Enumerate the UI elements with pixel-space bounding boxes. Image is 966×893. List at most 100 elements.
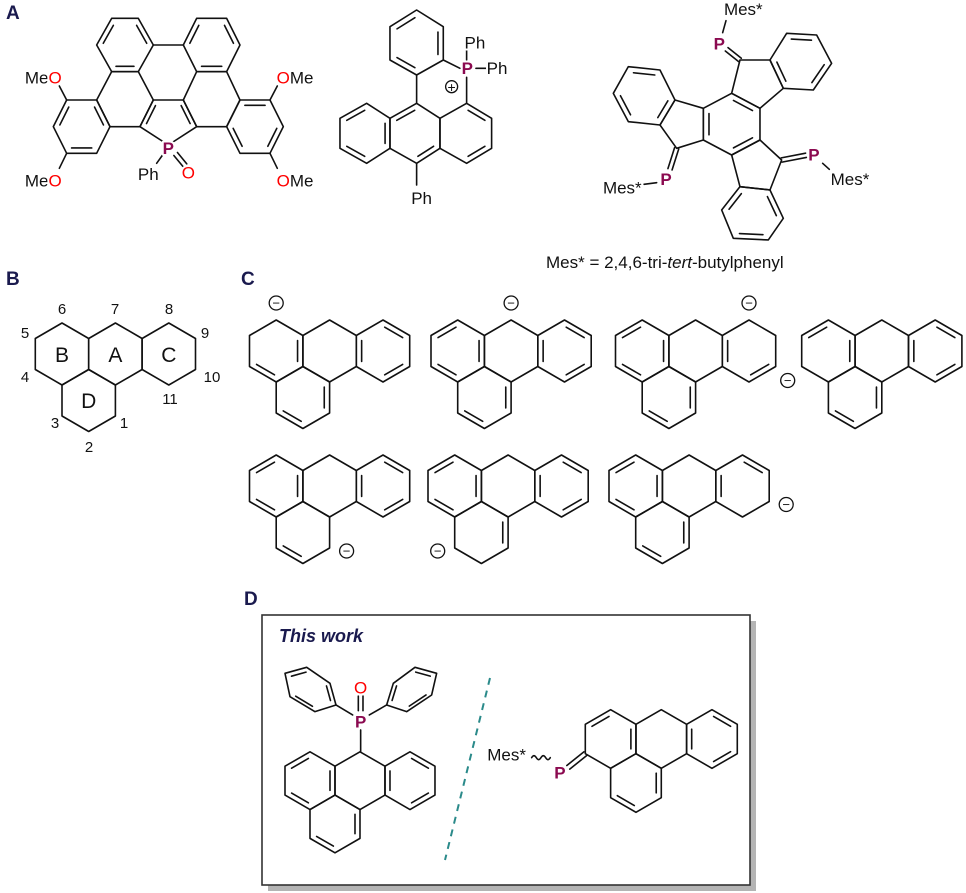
ring-c: [355, 319, 411, 383]
ring-d: [275, 500, 331, 565]
benzene-ring: [182, 17, 241, 73]
double-bond-inner: [936, 363, 956, 376]
c-p-double-bond: [780, 152, 807, 159]
double-bond-inner: [255, 461, 276, 474]
methyl-text: Me: [290, 68, 314, 87]
panel-c-anion-structures: −−−−−−−: [248, 295, 963, 565]
ring-c: [536, 319, 593, 383]
double-bond-inner: [437, 326, 457, 339]
benzene-ring: [769, 32, 833, 91]
double-bond-inner: [641, 545, 662, 558]
five-membered-ring: [659, 99, 705, 150]
anion-charge-circle: [741, 295, 757, 311]
double-bond-inner: [936, 326, 956, 339]
double-bond-inner: [591, 715, 610, 728]
ring-a: [854, 319, 910, 383]
ring-c: [533, 454, 590, 518]
ring-d: [456, 365, 512, 430]
benzene-ring: [95, 17, 155, 73]
phosphaalkene-p-label: P: [660, 170, 671, 189]
phenyl-label: Ph: [411, 189, 432, 208]
anion-structure-4: −: [780, 319, 963, 430]
positive-charge-circle: [444, 79, 459, 94]
double-bond-inner: [562, 498, 582, 511]
methyl-text: Me: [25, 68, 49, 87]
double-bond-inner: [437, 363, 457, 376]
phenyl-label: Ph: [487, 59, 508, 78]
anion-structure-1: −: [248, 295, 411, 430]
oxygen-text: O: [48, 68, 61, 87]
phosphonium-label: P: [462, 59, 473, 78]
double-bond-inner: [712, 715, 732, 728]
benzene-ring: [339, 102, 391, 165]
ring-d: [275, 365, 331, 430]
bond: [368, 704, 388, 716]
position-number-5: 5: [21, 325, 29, 342]
anion-minus-sign: −: [343, 544, 351, 559]
double-bond-inner: [463, 410, 484, 423]
mes-star-label: Mes*: [724, 0, 763, 19]
double-bond-inner: [565, 326, 585, 339]
p-c-double-bond: [566, 751, 585, 767]
ring-b: [800, 319, 856, 383]
oxygen-text: O: [48, 172, 61, 191]
methoxy-label: MeO: [25, 68, 62, 87]
benzene-ring: [612, 65, 676, 126]
anion-charge-circle: [778, 496, 794, 513]
ring-b: [248, 454, 304, 518]
footnote-italic: tert: [667, 253, 693, 272]
bond: [269, 152, 279, 170]
anion-minus-sign: −: [745, 296, 753, 311]
double-bond-inner: [410, 757, 430, 769]
phosphaalkene-p-label: P: [808, 146, 819, 165]
double-bond-inner: [135, 24, 148, 45]
double-bond-inner: [728, 192, 743, 211]
double-bond-inner: [255, 363, 276, 376]
position-number-6: 6: [58, 301, 66, 318]
double-bond-inner: [189, 24, 200, 45]
phosphaalkene-p-label: P: [554, 763, 565, 782]
position-number-8: 8: [165, 301, 173, 318]
double-bond-inner: [565, 363, 585, 376]
bond: [721, 19, 727, 34]
double-bond-inner: [180, 104, 191, 125]
oxygen-label: O: [182, 163, 195, 182]
double-bond-inner: [656, 100, 669, 119]
double-bond-inner: [255, 498, 276, 511]
ring-label-a: A: [108, 344, 122, 367]
bond: [643, 181, 658, 186]
benzene-ring: [389, 9, 445, 76]
anion-charge-circle: [430, 543, 446, 559]
benzene-ring: [225, 99, 285, 155]
ring-b: [427, 454, 483, 518]
double-bond-inner: [290, 792, 310, 804]
ring-a: [302, 454, 358, 518]
ring-label-b: B: [55, 344, 69, 367]
ring-c: [907, 319, 963, 383]
double-bond-inner: [102, 24, 115, 45]
double-bond-inner: [749, 363, 770, 376]
double-bond-inner: [315, 835, 335, 847]
double-bond-inner: [619, 94, 632, 116]
ring-a: [668, 319, 724, 383]
position-number-9: 9: [201, 325, 209, 342]
anion-minus-sign: −: [434, 544, 442, 559]
double-bond-inner: [325, 685, 332, 702]
ring-b: [608, 454, 664, 518]
oxygen-text: O: [277, 172, 290, 191]
double-bond-inner: [410, 792, 430, 804]
ring-c: [355, 454, 411, 518]
phosphole-ring: [139, 99, 198, 146]
anion-structure-5: −: [248, 454, 411, 565]
benzene-ring: [720, 185, 785, 241]
anion-structure-2: −: [430, 295, 593, 430]
bond: [821, 162, 831, 171]
double-bond-inner: [391, 685, 398, 702]
position-number-7: 7: [111, 301, 119, 318]
double-bond-inner: [732, 99, 754, 112]
double-bond-inner: [648, 410, 668, 423]
bond: [442, 59, 461, 70]
methoxy-label: MeO: [25, 172, 62, 191]
